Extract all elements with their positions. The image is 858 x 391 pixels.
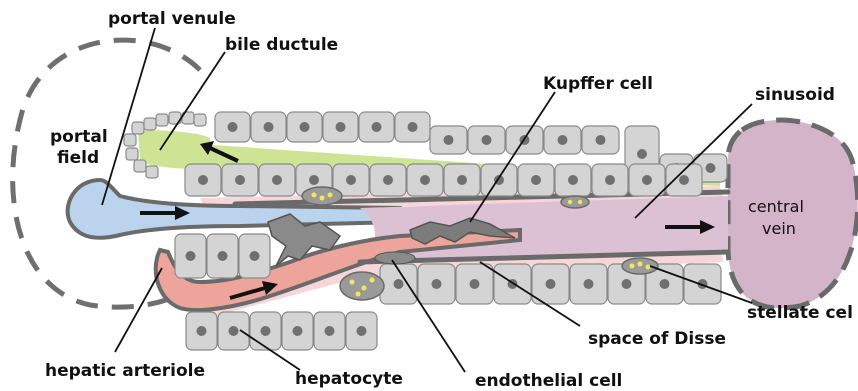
hepatocyte-nucleus <box>235 175 245 185</box>
leader-portal-venule <box>102 28 155 205</box>
cholangiocyte <box>144 118 156 130</box>
hepatocyte-nucleus <box>420 175 430 185</box>
hepatocyte-nucleus <box>250 251 260 261</box>
label-hepatocyte: hepatocyte <box>295 369 403 389</box>
hepatocyte-nucleus <box>325 326 335 336</box>
leader-hepatic-arteriole <box>115 268 162 352</box>
hepatocyte-nucleus <box>584 279 594 289</box>
hepatocyte-nucleus <box>637 149 647 159</box>
label-bile-ductule: bile ductule <box>225 35 338 55</box>
hepatocyte-nucleus <box>642 175 652 185</box>
cholangiocyte <box>156 114 168 126</box>
hepatocyte-nucleus <box>706 163 716 173</box>
cholangiocyte <box>146 166 158 178</box>
hepatocyte-nucleus <box>605 175 615 185</box>
hepatocyte-nucleus <box>660 279 670 289</box>
label-portal-field-line2: field <box>57 148 99 168</box>
hepatocyte-nucleus <box>261 326 271 336</box>
hepatocyte-nucleus <box>408 122 418 132</box>
hepatocyte-nucleus <box>482 135 492 145</box>
label-central-vein-line2: vein <box>762 219 796 238</box>
hepatocyte-nucleus <box>229 326 239 336</box>
label-endothelial-cell: endothelial cell <box>475 371 622 391</box>
label-sinusoid: sinusoid <box>755 85 835 105</box>
cholangiocyte <box>132 122 144 134</box>
stellate-cell-top-right <box>561 196 589 208</box>
hepatocyte-nucleus <box>218 251 228 261</box>
label-hepatic-arteriole: hepatic arteriole <box>45 361 205 381</box>
hepatocyte-nucleus <box>264 122 274 132</box>
label-portal-venule: portal venule <box>108 9 236 29</box>
hepatocyte-nucleus <box>596 135 606 145</box>
label-central-vein-line1: central <box>748 197 804 216</box>
hepatocyte-nucleus <box>558 135 568 145</box>
hepatocyte-nucleus <box>457 175 467 185</box>
hepatocyte-nucleus <box>309 175 319 185</box>
hepatocyte-nucleus <box>432 279 442 289</box>
hepatocyte-nucleus <box>336 122 346 132</box>
label-stellate-cell: stellate cel <box>747 303 853 323</box>
hepatocyte-nucleus <box>300 122 310 132</box>
hepatocyte-nucleus <box>444 135 454 145</box>
hepatocyte-nucleus <box>470 279 480 289</box>
hepatocyte-nucleus <box>293 326 303 336</box>
bile-ductule-lumen <box>138 130 210 168</box>
stellate-cell-lower <box>340 272 384 300</box>
hepatocyte-nucleus <box>186 251 196 261</box>
hepatocyte-nucleus <box>228 122 238 132</box>
hepatocyte-nucleus <box>272 175 282 185</box>
cholangiocyte <box>124 134 136 146</box>
endothelial-cell-body <box>375 252 415 264</box>
cholangiocyte <box>194 114 206 126</box>
hepatocyte-nucleus <box>198 175 208 185</box>
hepatocyte-nucleus <box>531 175 541 185</box>
hepatocyte-nucleus <box>622 279 632 289</box>
cholangiocyte <box>126 148 138 160</box>
stellate-cell-upper <box>302 187 342 205</box>
cholangiocyte <box>134 160 146 172</box>
hepatocyte-nucleus <box>372 122 382 132</box>
hepatocyte-nucleus <box>346 175 356 185</box>
hepatocyte-nucleus <box>568 175 578 185</box>
label-kupffer-cell: Kupffer cell <box>543 74 653 94</box>
label-space-of-disse: space of Disse <box>588 329 726 349</box>
hepatocyte-nucleus <box>546 279 556 289</box>
hepatocyte-nucleus <box>197 326 207 336</box>
hepatocyte-nucleus <box>394 279 404 289</box>
label-portal-field-line1: portal <box>50 127 108 147</box>
hepatocyte-nucleus <box>679 175 689 185</box>
hepatocyte-nucleus <box>357 326 367 336</box>
hepatocyte-nucleus <box>383 175 393 185</box>
